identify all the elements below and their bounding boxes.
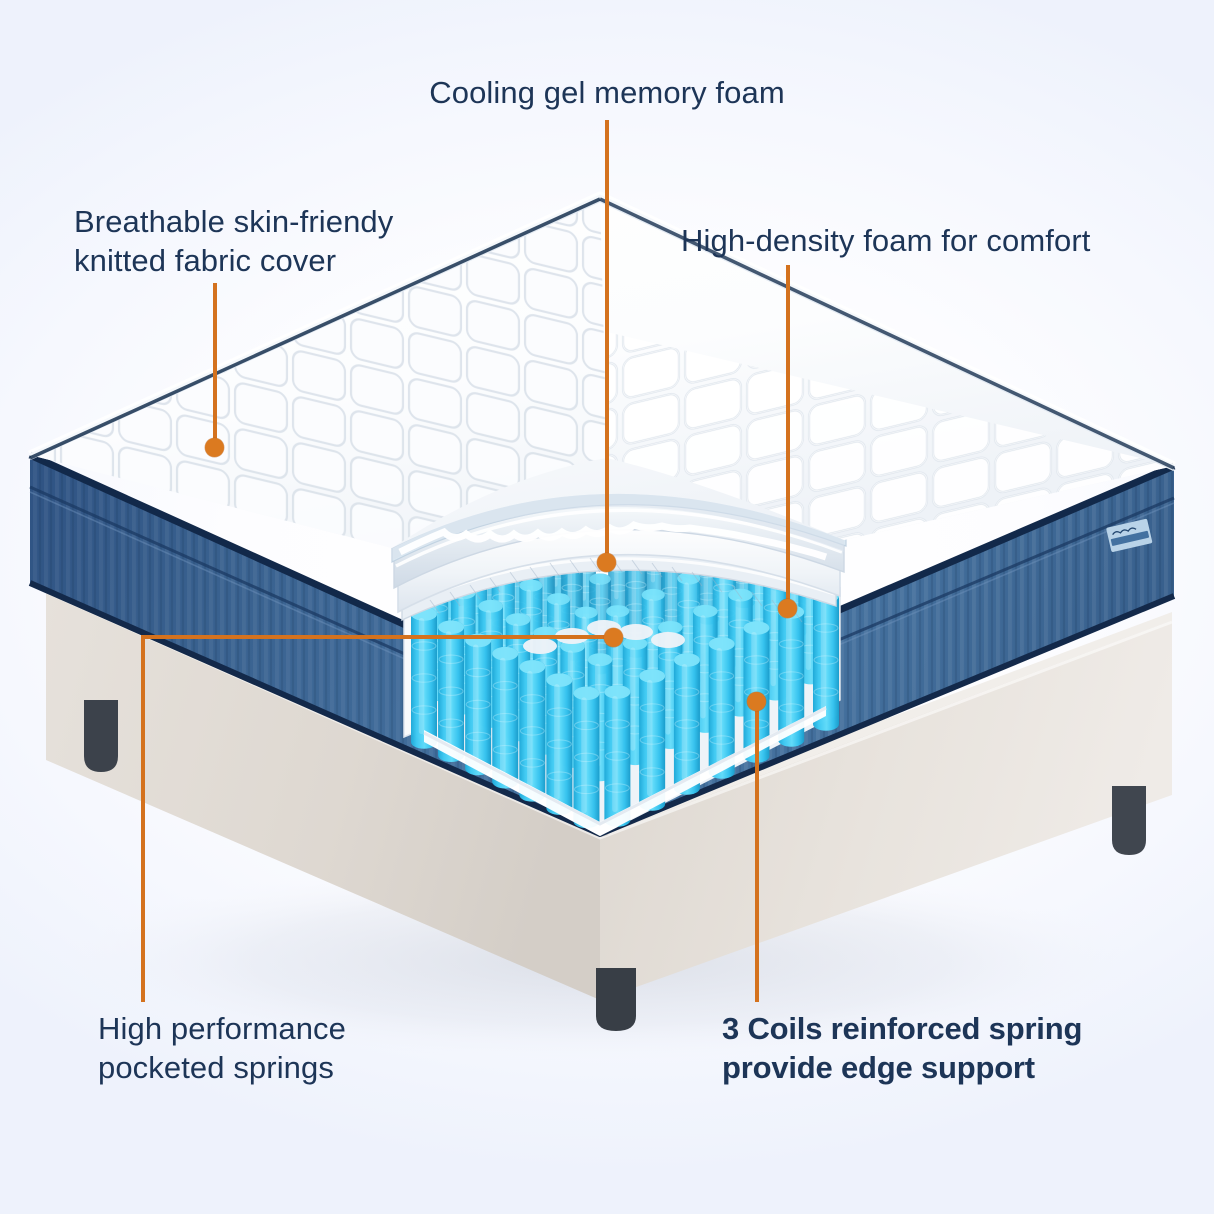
label-cooling-gel-memory-foam: Cooling gel memory foam — [429, 75, 785, 110]
leader-dot-high-density-foam — [778, 599, 797, 618]
label-3-coils-edge-support: 3 Coils reinforced spring provide edge s… — [722, 1011, 1083, 1085]
leader-dot-cooling-gel — [597, 553, 616, 572]
brand-tag — [1106, 518, 1153, 552]
leader-line-high-density-foam — [786, 265, 790, 607]
leader-line-edge-support — [755, 702, 759, 1002]
leader-line-pocketed-springs-vertical — [141, 637, 145, 1002]
leader-line-cooling-gel — [605, 120, 609, 563]
leader-dot-edge-support — [747, 692, 766, 711]
quilted-top — [28, 191, 1176, 561]
leader-line-knitted-cover — [213, 283, 217, 445]
base-legs — [84, 700, 1146, 1031]
leader-dot-pocketed-springs — [604, 628, 623, 647]
label-breathable-knitted-cover: Breathable skin-friendy knitted fabric c… — [74, 204, 394, 278]
label-high-performance-pocketed-springs: High performance pocketed springs — [98, 1011, 346, 1085]
leader-dot-knitted-cover — [205, 438, 224, 457]
leader-line-pocketed-springs-horizontal — [141, 635, 613, 639]
label-high-density-foam: High-density foam for comfort — [681, 223, 1091, 258]
